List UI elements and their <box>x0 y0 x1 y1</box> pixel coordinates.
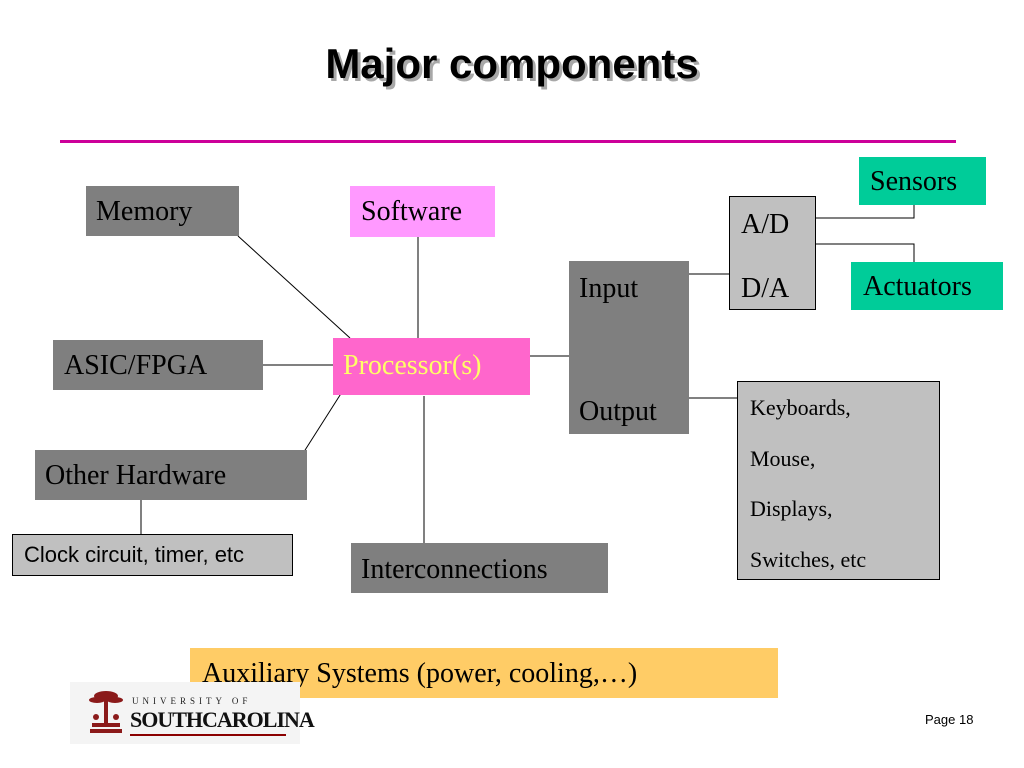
other-hardware-box: Other Hardware <box>35 450 307 500</box>
input-output-box: Input Output <box>569 261 689 434</box>
actuators-label: Actuators <box>863 271 972 302</box>
logo-underline <box>130 734 286 736</box>
sensors-box: Sensors <box>859 157 986 205</box>
memory-label: Memory <box>96 196 193 227</box>
interconnections-box: Interconnections <box>351 543 608 593</box>
logo-top-text: UNIVERSITY OF <box>132 696 252 706</box>
line-memory-processor <box>237 235 351 339</box>
peripheral-item: Displays, <box>750 496 833 521</box>
peripherals-box: Keyboards, Mouse, Displays, Switches, et… <box>737 381 940 580</box>
peripheral-item: Keyboards, <box>750 395 851 420</box>
clock-label: Clock circuit, timer, etc <box>24 542 245 567</box>
asic-fpga-label: ASIC/FPGA <box>64 350 208 381</box>
software-box: Software <box>350 186 495 237</box>
logo-main-text: SOUTHCAROLINA <box>130 707 315 732</box>
memory-box: Memory <box>86 186 239 236</box>
processor-box: Processor(s) <box>333 338 530 395</box>
ad-da-box: A/D D/A <box>729 196 816 310</box>
da-label: D/A <box>741 273 790 304</box>
software-label: Software <box>361 196 463 227</box>
university-logo: UNIVERSITY OF SOUTHCAROLINA <box>70 682 315 744</box>
clock-box: Clock circuit, timer, etc <box>12 534 293 576</box>
line-processor-otherhw <box>299 391 343 459</box>
peripheral-item: Mouse, <box>750 446 816 471</box>
output-label: Output <box>579 396 657 427</box>
sensors-label: Sensors <box>870 166 958 197</box>
asic-fpga-box: ASIC/FPGA <box>53 340 263 390</box>
other-hardware-label: Other Hardware <box>45 460 227 491</box>
processor-label: Processor(s) <box>343 350 482 381</box>
page-number: Page 18 <box>925 712 974 727</box>
slide-title: Major components <box>325 40 699 87</box>
input-label: Input <box>579 273 639 304</box>
palmetto-tree-icon <box>89 691 123 733</box>
interconnections-label: Interconnections <box>361 554 548 585</box>
actuators-box: Actuators <box>851 262 1003 310</box>
peripheral-item: Switches, etc <box>750 547 867 572</box>
line-ad-sensors <box>816 205 915 219</box>
line-da-actuators <box>816 243 915 262</box>
ad-label: A/D <box>741 209 790 240</box>
title-divider <box>60 140 956 143</box>
